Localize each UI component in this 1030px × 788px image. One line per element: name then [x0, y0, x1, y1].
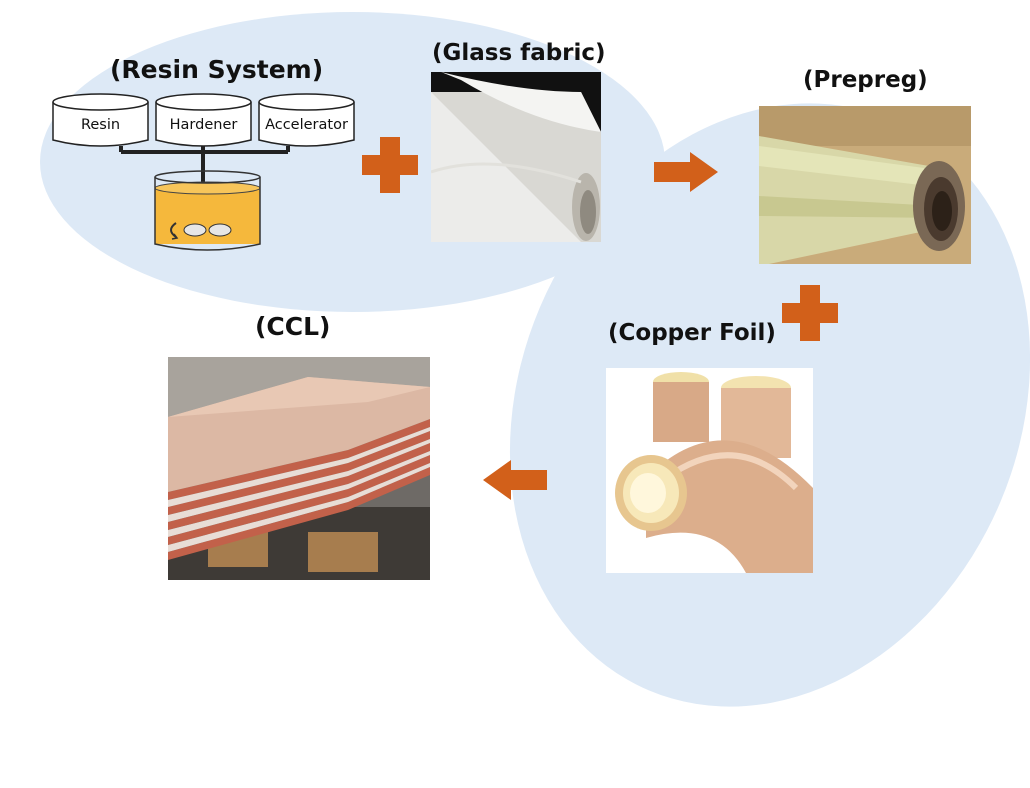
- glass-fabric-label: (Glass fabric): [432, 40, 606, 66]
- drum-label-accelerator: Accelerator: [265, 117, 348, 133]
- copper-foil-label: (Copper Foil): [608, 320, 776, 346]
- plus-icon: [362, 137, 418, 193]
- drum-label-resin: Resin: [80, 117, 121, 133]
- resin-drum-icon: [52, 93, 149, 147]
- copper-foil-image: [606, 368, 813, 573]
- hardener-drum-icon: [155, 93, 252, 147]
- prepreg-image: [759, 106, 971, 264]
- plus-icon: [782, 285, 838, 341]
- ccl-image: [168, 357, 430, 580]
- prepreg-label: (Prepreg): [803, 67, 928, 93]
- resin-system-label: (Resin System): [110, 55, 324, 84]
- ccl-label: (CCL): [255, 312, 331, 341]
- arrow-left-icon: [483, 460, 547, 500]
- drum-label-hardener: Hardener: [169, 117, 238, 133]
- accelerator-drum-icon: [258, 93, 355, 147]
- resin-system-diagram: Resin Hardener Accelerator: [48, 90, 363, 255]
- glass-fabric-image: [431, 72, 601, 242]
- arrow-right-icon: [654, 152, 718, 192]
- mixing-tank-icon: [154, 170, 261, 251]
